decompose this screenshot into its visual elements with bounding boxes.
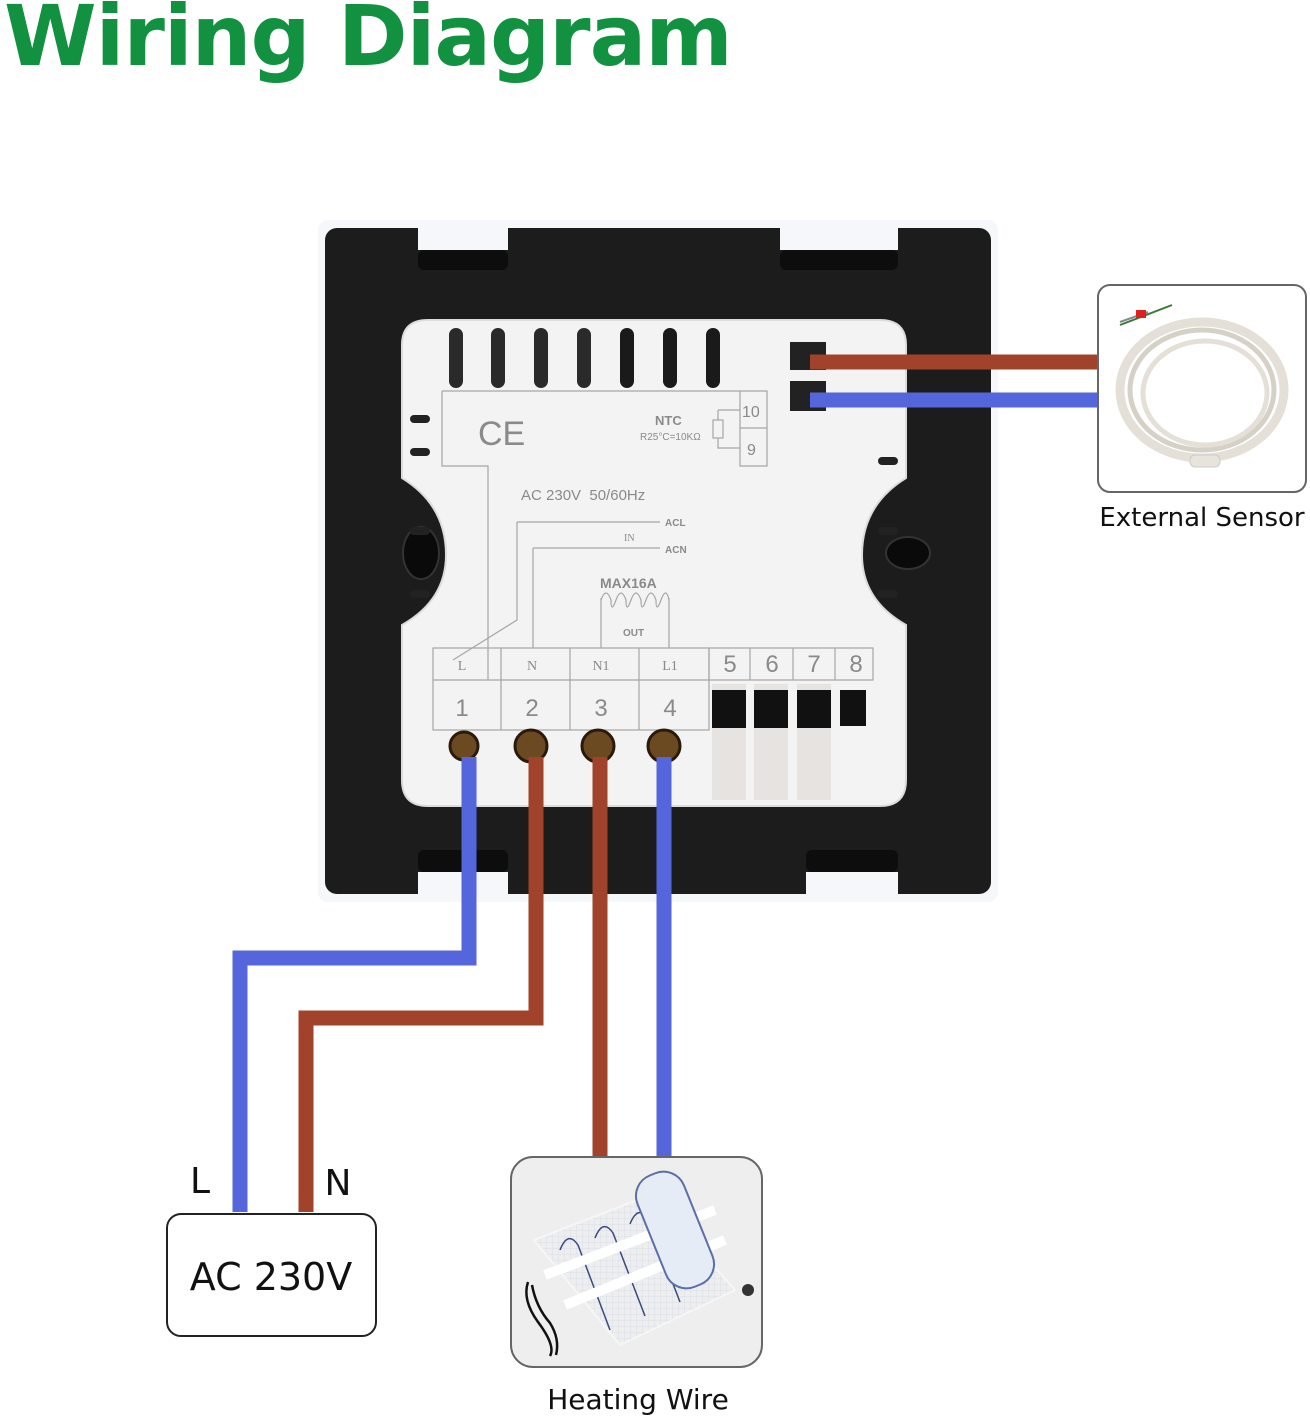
bottom-notch-right: [806, 872, 898, 896]
heating-mat-icon: [525, 1170, 754, 1357]
mount-hole-right: [885, 536, 931, 570]
page-title: Wiring Diagram: [4, 0, 733, 85]
terminal-number-3: 3: [594, 695, 607, 722]
power-source-label: AC 230V: [190, 1255, 352, 1299]
aux-terminal-5: 5: [723, 651, 736, 678]
heating-caption: Heating Wire: [547, 1383, 729, 1416]
printed-label: [432, 390, 874, 731]
top-notch-left: [418, 222, 508, 250]
neutral-label: N: [325, 1163, 352, 1204]
power-source-box: [166, 1213, 377, 1337]
aux-terminal-8: 8: [849, 651, 862, 678]
terminal-9-label: 9: [747, 442, 756, 459]
terminal-10-label: 10: [742, 404, 760, 421]
terminal-number-4: 4: [663, 695, 676, 722]
supply-rating: AC 230V 50/60Hz: [521, 487, 645, 504]
terminal-label-l: L: [458, 659, 467, 674]
input-acn: ACN: [665, 545, 687, 556]
ntc-label: NTC: [655, 413, 682, 428]
top-notch-right: [780, 222, 898, 250]
external-sensor: External Sensor: [1097, 284, 1307, 533]
vent-slots: [449, 328, 720, 388]
terminal-number-2: 2: [525, 695, 538, 722]
aux-terminal-slots: [712, 684, 866, 800]
terminal-number-1: 1: [455, 695, 468, 722]
wires: [232, 354, 1098, 1212]
output-label: OUT: [623, 628, 644, 639]
input-label: IN: [624, 533, 635, 544]
live-label: L: [190, 1161, 210, 1202]
ntc-spec: R25°C=10KΩ: [640, 432, 701, 443]
wire-terminal-1-to-l: [232, 757, 477, 1212]
screw-terminals: [448, 728, 682, 764]
screw-1: [448, 730, 480, 762]
sensor-cable-icon: [1115, 304, 1289, 468]
wire-terminal-2-to-n: [298, 757, 544, 1212]
terminal-label-l1: L1: [662, 659, 678, 674]
sensor-caption: External Sensor: [1099, 503, 1305, 533]
heating-wire: Heating Wire: [510, 1156, 763, 1416]
ce-mark: CE: [478, 415, 525, 453]
aux-terminal-7: 7: [807, 651, 820, 678]
terminal-label-n: N: [527, 659, 537, 674]
aux-terminal-6: 6: [765, 651, 778, 678]
input-acl: ACL: [665, 518, 686, 529]
max-current: MAX16A: [600, 575, 657, 591]
power-source: AC 230V L N: [166, 1161, 377, 1337]
terminal-label-n1: N1: [592, 659, 609, 674]
